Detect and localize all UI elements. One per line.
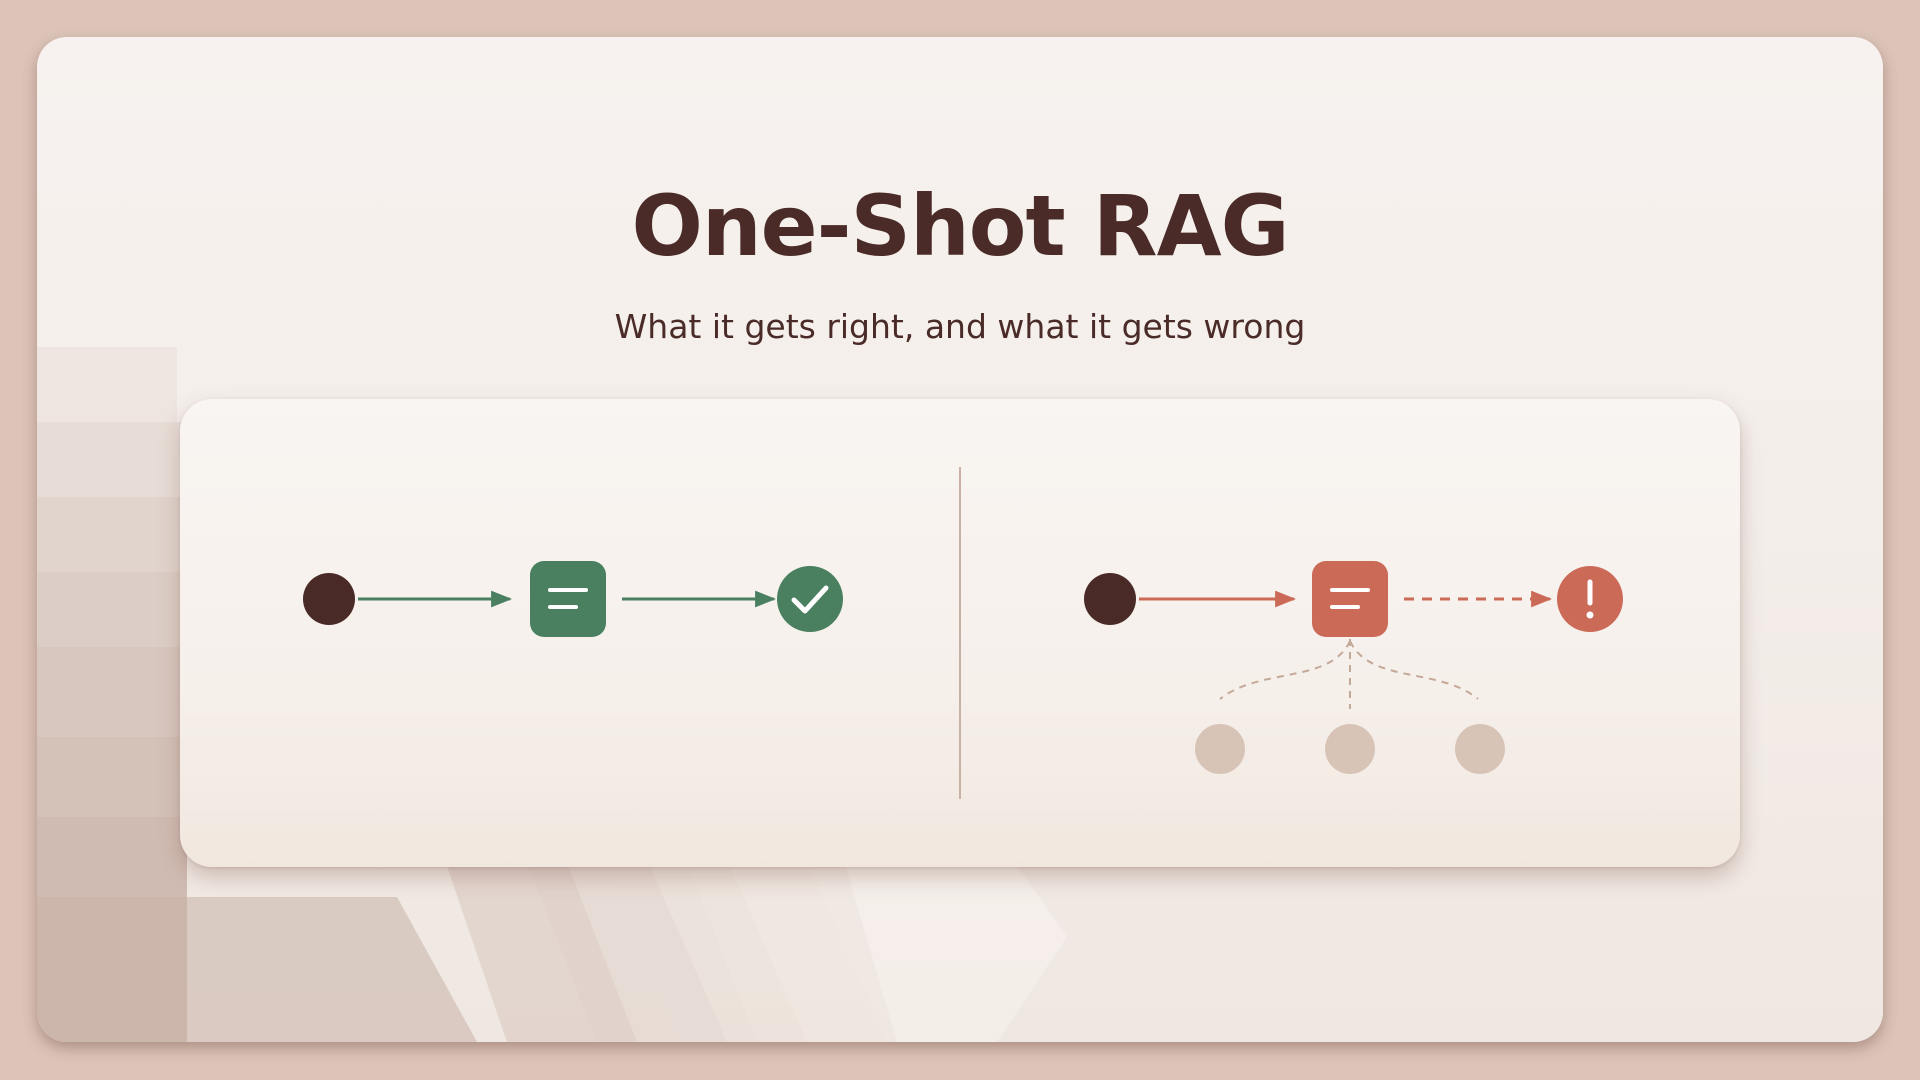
comparison-panel [180,399,1740,867]
background-decoration [37,347,1067,1042]
success-flow [303,561,843,637]
document-icon [530,561,606,637]
slide-title: One-Shot RAG [631,177,1289,275]
retrieval-branches [1219,639,1479,709]
query-node [1084,573,1136,625]
missed-source-node [1195,724,1245,774]
comparison-diagram [303,467,1623,799]
alert-icon [1557,566,1623,632]
missed-source-node [1455,724,1505,774]
failure-flow [1084,561,1623,774]
check-icon [777,566,843,632]
query-node [303,573,355,625]
slide-subtitle: What it gets right, and what it gets wro… [614,307,1306,346]
missed-source-node [1325,724,1375,774]
slide: One-Shot RAG What it gets right, and wha… [37,37,1883,1042]
document-icon [1312,561,1388,637]
